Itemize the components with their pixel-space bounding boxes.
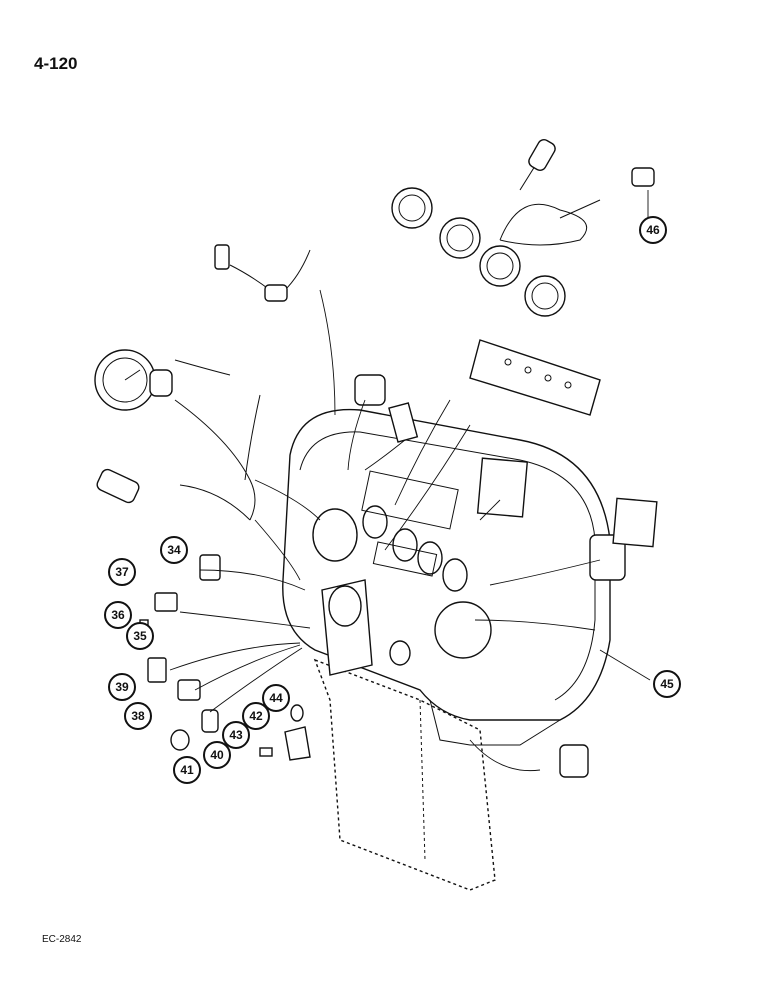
dashboard-gauge-openings	[312, 470, 492, 676]
callout-43: 43	[222, 721, 250, 749]
svg-text:44: 44	[269, 691, 283, 705]
callout-38: 38	[124, 702, 152, 730]
page-number: 4-120	[34, 54, 78, 73]
callout-40: 40	[203, 741, 231, 769]
console-pedestal	[313, 658, 496, 891]
tachometer	[94, 349, 173, 411]
svg-text:37: 37	[115, 565, 129, 579]
callout-34: 34	[160, 536, 188, 564]
callout-41: 41	[173, 756, 201, 784]
callout-36: 36	[104, 601, 132, 629]
callout-46: 46	[639, 216, 667, 244]
upper-gauge-cluster	[391, 139, 655, 317]
svg-text:42: 42	[249, 709, 263, 723]
callout-45: 45	[653, 670, 681, 698]
callout-39: 39	[108, 673, 136, 701]
svg-text:45: 45	[660, 677, 674, 691]
svg-text:46: 46	[646, 223, 660, 237]
svg-text:43: 43	[229, 728, 243, 742]
switch-components	[139, 554, 311, 761]
svg-text:41: 41	[180, 763, 194, 777]
callout-35: 35	[126, 622, 154, 650]
svg-text:38: 38	[131, 709, 145, 723]
small-components	[96, 244, 658, 778]
callout-37: 37	[108, 558, 136, 586]
callout-44: 44	[262, 684, 290, 712]
svg-text:36: 36	[111, 608, 125, 622]
svg-text:35: 35	[133, 629, 147, 643]
leader-lines	[169, 190, 651, 772]
wiring-harness	[174, 249, 311, 521]
svg-text:34: 34	[167, 543, 181, 557]
warning-light-panel	[469, 339, 601, 416]
figure-code: EC-2842	[42, 934, 82, 945]
svg-text:40: 40	[210, 748, 224, 762]
svg-text:39: 39	[115, 680, 129, 694]
callout-42: 42	[242, 702, 270, 730]
